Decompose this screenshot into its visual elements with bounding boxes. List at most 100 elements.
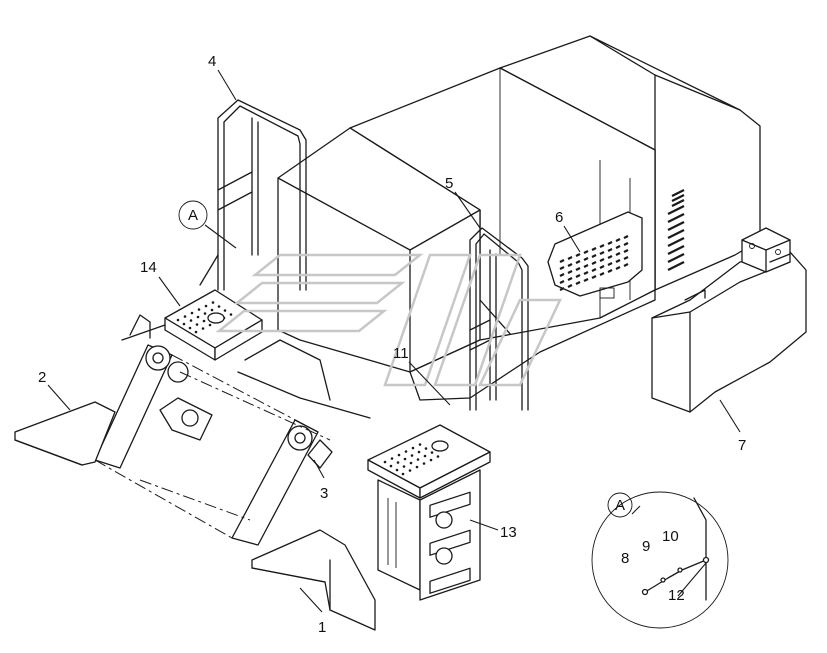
side-vent-slot: [667, 221, 685, 231]
vent-slot: [607, 241, 613, 245]
vent-slot: [615, 252, 621, 256]
tread-dot: [415, 465, 419, 469]
tread-dot: [422, 462, 426, 465]
detail-marker-circle: [607, 492, 633, 518]
tread-dot: [424, 447, 428, 450]
side-vent-slot: [671, 194, 685, 202]
side-tank: [651, 227, 807, 413]
tread-dot: [201, 327, 205, 330]
tread-dot: [211, 301, 215, 304]
tread-dot: [395, 468, 399, 472]
tread-dot: [396, 461, 400, 464]
callout-8: 8: [621, 550, 629, 567]
vent-slot: [607, 262, 613, 266]
front-pedal: [251, 529, 376, 631]
tread-dot: [389, 464, 393, 468]
callout-11: 11: [393, 345, 409, 362]
vent-slot: [559, 280, 565, 284]
vent-slot: [591, 275, 597, 279]
tread-dot: [402, 465, 406, 468]
vent-slot: [575, 281, 581, 285]
vent-slot: [615, 238, 621, 242]
conveyor-linkage: [94, 339, 371, 546]
tread-dot: [418, 443, 422, 446]
tread-dot: [176, 318, 180, 322]
vent-slot: [615, 259, 621, 263]
side-vent-slot: [667, 205, 685, 215]
side-vent-slot: [667, 213, 685, 223]
tread-dot: [397, 453, 401, 457]
vent-slot: [583, 264, 589, 268]
handrail-right: [469, 227, 529, 411]
side-vent-slot: [667, 245, 685, 255]
vent-slot: [607, 248, 613, 252]
vent-slot: [559, 266, 565, 270]
tread-dot: [208, 323, 212, 327]
vent-slot: [583, 271, 589, 275]
tread-dot: [188, 326, 192, 330]
callouts: A A 1 2 3 4 5 6 7 8 9 10 11 12 13 14: [38, 53, 746, 636]
vent-slot: [591, 268, 597, 272]
detail-view-a: [591, 491, 729, 629]
left-pedal: [14, 401, 116, 466]
vent-slot: [599, 272, 605, 276]
vent-slot: [567, 263, 573, 267]
side-vent-slot: [671, 189, 685, 197]
tread-dot: [401, 472, 405, 476]
tread-dot: [189, 319, 193, 322]
callout-3: 3: [320, 485, 328, 502]
tread-dot: [195, 323, 199, 326]
callout-7: 7: [738, 437, 746, 454]
callout-6: 6: [555, 209, 563, 226]
tread-dot: [223, 309, 227, 312]
vent-slot: [607, 255, 613, 259]
vent-slot: [623, 256, 629, 260]
callout-4: 4: [208, 53, 216, 70]
tread-dot: [409, 461, 413, 465]
vent-slot: [567, 256, 573, 260]
vent-slot: [575, 267, 581, 271]
tread-dot: [410, 454, 414, 457]
tread-dot: [408, 469, 412, 472]
vent-slot: [623, 242, 629, 246]
vent-grille: [547, 211, 643, 299]
detail-marker-label: A: [615, 497, 625, 514]
tread-dot: [411, 446, 415, 450]
vent-slot: [599, 265, 605, 269]
watermark-logo: [215, 253, 562, 387]
callout-10: 10: [662, 528, 679, 545]
tread-dot: [217, 305, 221, 308]
vent-slot: [615, 245, 621, 249]
tread-dot: [196, 315, 200, 319]
tread-dot: [194, 330, 198, 334]
view-marker-circle: [178, 200, 208, 230]
tread-dot: [210, 308, 214, 312]
view-marker-label: A: [188, 207, 198, 224]
tread-dot: [436, 455, 440, 458]
callout-14: 14: [140, 259, 157, 276]
vent-slot: [575, 253, 581, 257]
callout-9: 9: [642, 538, 650, 555]
callout-1: 1: [318, 619, 326, 636]
vent-slot: [583, 257, 589, 261]
vent-slot: [591, 261, 597, 265]
vent-slot: [567, 284, 573, 288]
tread-dot: [416, 458, 420, 461]
tread-dot: [390, 457, 394, 460]
vent-slot: [591, 254, 597, 258]
right-platform: [367, 424, 491, 499]
tread-dot: [197, 308, 201, 311]
step-ladder: [377, 469, 481, 601]
vent-slot: [583, 278, 589, 282]
vent-slot: [623, 235, 629, 239]
tread-dot: [417, 450, 421, 454]
tread-dot: [383, 460, 387, 464]
tread-dot: [404, 450, 408, 453]
vent-slot: [599, 258, 605, 262]
handrail-left: [199, 99, 307, 291]
vent-slot: [559, 273, 565, 277]
callout-13: 13: [500, 524, 517, 541]
callout-5: 5: [445, 175, 453, 192]
vent-slot: [583, 250, 589, 254]
